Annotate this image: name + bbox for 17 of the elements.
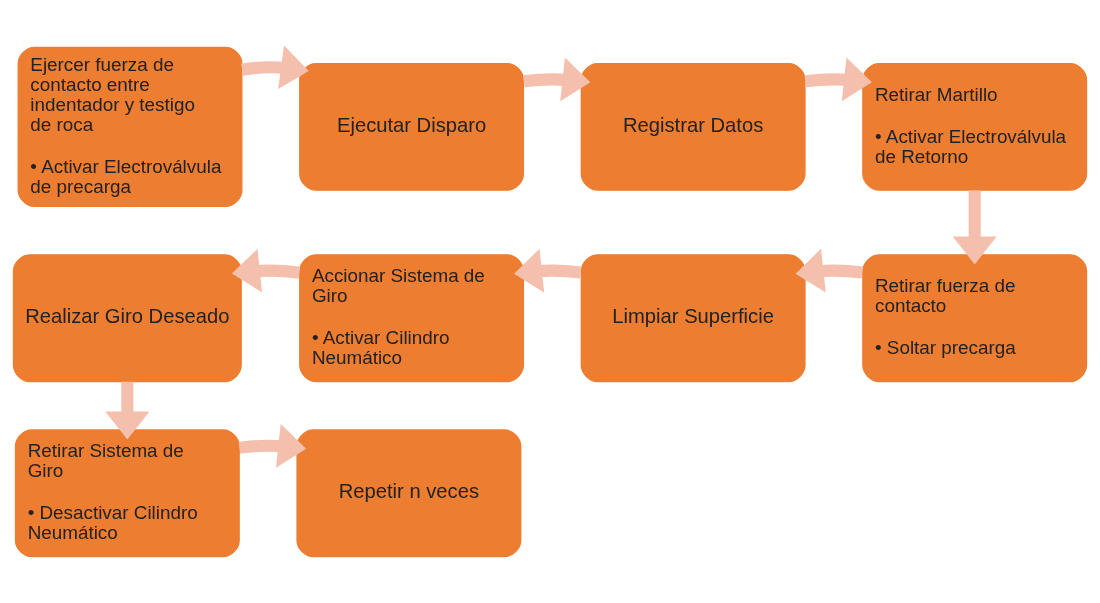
node-box: Ejercer fuerza de contacto entre indentador y testigo de roca • Activar Electroválvula de precarga xyxy=(17,46,243,207)
node-box: Retirar Sistema de Giro • Desactivar Cilindro Neumático xyxy=(14,428,240,557)
node-box: Retirar Martillo • Activar Electroválvula de Retorno xyxy=(862,62,1088,191)
node-box: Repetir n veces xyxy=(296,428,522,557)
node-box: Ejecutar Disparo xyxy=(299,62,525,191)
node-box: Retirar fuerza de contacto • Soltar precarga xyxy=(862,253,1088,382)
arrow xyxy=(105,381,150,440)
arrow xyxy=(231,248,301,293)
node-box: Accionar Sistema de Giro • Activar Cilindro Neumático xyxy=(299,253,525,382)
arrow xyxy=(523,57,591,101)
arrow xyxy=(952,190,997,264)
node-box: Registrar Datos xyxy=(580,62,806,191)
arrow xyxy=(804,57,872,101)
arrow xyxy=(795,248,863,293)
arrow xyxy=(514,248,582,293)
node-box: Limpiar Superficie xyxy=(580,253,806,382)
node-box: Realizar Giro Deseado xyxy=(12,253,242,382)
